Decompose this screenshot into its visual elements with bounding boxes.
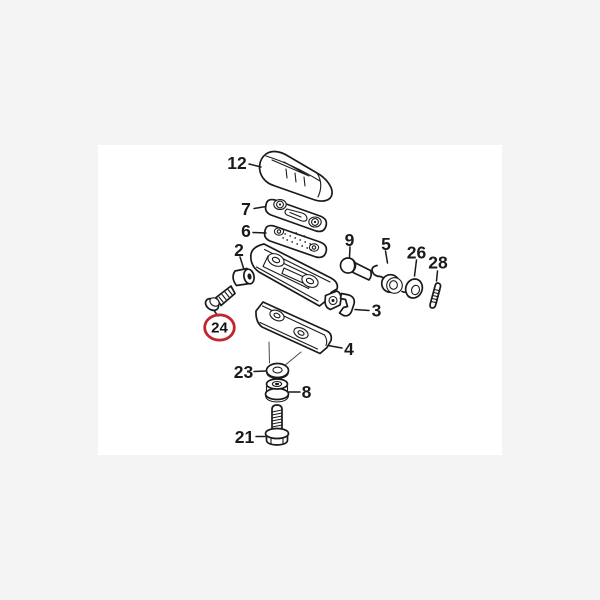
leader-3 <box>354 308 370 312</box>
part-label-7: 7 <box>241 199 251 219</box>
highlight-circle <box>203 313 236 342</box>
part-24-flange-bolt <box>204 285 236 317</box>
leader-9 <box>348 246 351 258</box>
part-23-washer <box>265 362 290 380</box>
part-label-21: 21 <box>235 427 255 447</box>
part-label-8: 8 <box>302 382 312 402</box>
highlight-callout-24: 24 <box>203 313 236 342</box>
leader-2 <box>239 256 245 269</box>
part-26-washer <box>404 278 424 299</box>
part-label-3: 3 <box>372 301 382 321</box>
leader-7 <box>253 205 267 210</box>
leader-4 <box>327 344 343 349</box>
part-8-grommet <box>264 378 290 403</box>
part-6-cushion-plate <box>263 224 328 259</box>
part-label-23: 23 <box>234 362 254 382</box>
part-label-4: 4 <box>344 339 354 359</box>
part-28-pin <box>429 282 442 309</box>
part-label-2: 2 <box>234 240 244 260</box>
leader-23 <box>253 370 267 373</box>
part-4-guard-plate <box>255 301 333 355</box>
part-21-bolt <box>264 404 290 446</box>
part-label-28: 28 <box>428 253 448 273</box>
projection-line-diagonal <box>283 351 302 367</box>
projection-line-vertical <box>268 341 270 364</box>
part-label-9: 9 <box>345 230 355 250</box>
leader-6 <box>252 231 267 234</box>
part-2-collar <box>232 267 255 287</box>
leader-26 <box>413 259 418 277</box>
part-12-rubber-pad <box>258 150 333 202</box>
leader-28 <box>435 270 439 282</box>
leader-5 <box>384 250 389 264</box>
part-3-footrest-bracket <box>249 243 356 317</box>
part-label-6: 6 <box>241 221 251 241</box>
leader-12 <box>248 163 262 168</box>
part-label-26: 26 <box>407 243 427 263</box>
part-7-retainer-plate <box>264 198 328 233</box>
part-label-24: 24 <box>211 320 228 337</box>
part-label-12: 12 <box>227 153 247 173</box>
part-label-5: 5 <box>381 234 391 254</box>
part-9-pivot-pin <box>339 257 373 281</box>
